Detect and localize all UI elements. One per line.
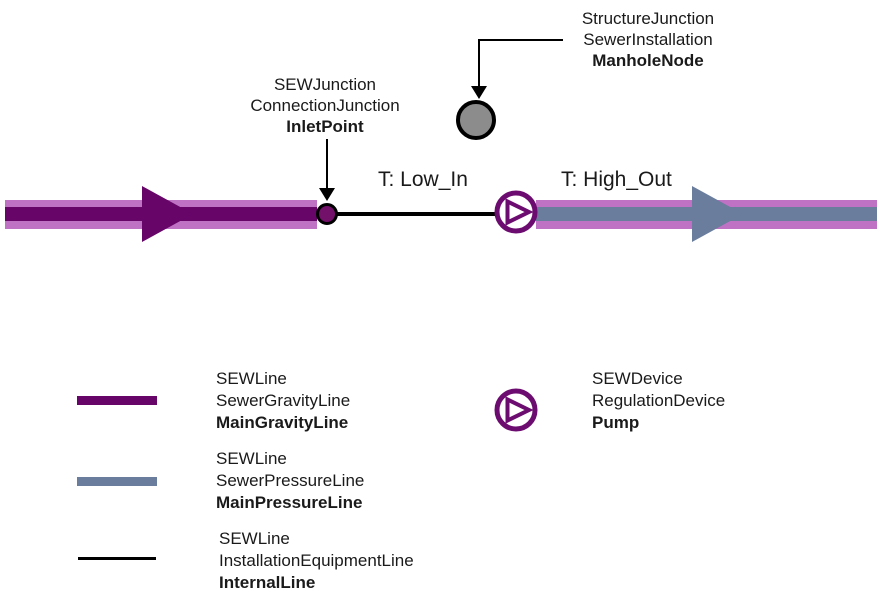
inlet-annotation-name: InletPoint [286,117,364,136]
manhole-annotation-line: StructureJunction [581,9,715,28]
manhole-leader-horizontal [478,39,563,41]
legend-name: MainGravityLine [216,413,349,432]
legend-entry-pressure: SEWLine SewerPressureLine MainPressureLi… [216,448,364,514]
segment-label-high-out: T: High_Out [561,168,672,191]
legend-line: SEWDevice [592,369,683,388]
down-arrowhead-icon [319,188,335,201]
legend-swatch-gravity [77,396,157,405]
legend-line: SewerPressureLine [216,471,365,490]
segment-label-low-in: T: Low_In [378,168,468,191]
legend-line: RegulationDevice [592,391,726,410]
down-arrowhead-icon [471,86,487,99]
legend-line: InstallationEquipmentLine [219,551,414,570]
inlet-annotation-line: ConnectionJunction [250,96,400,115]
internal-line-segment [327,212,500,216]
inlet-annotation: SEWJunction ConnectionJunction InletPoin… [245,74,405,137]
legend-name: Pump [592,413,640,432]
legend-line: SewerGravityLine [216,391,351,410]
legend-entry-pump: SEWDevice RegulationDevice Pump [592,368,725,434]
legend-line: SEWLine [216,449,287,468]
pump-icon [494,190,538,234]
pump-icon [494,388,538,432]
manhole-annotation: StructureJunction SewerInstallation Manh… [563,8,733,71]
legend-entry-gravity: SEWLine SewerGravityLine MainGravityLine [216,368,350,434]
inlet-leader-vertical [326,139,328,188]
manhole-annotation-name: ManholeNode [592,51,704,70]
inlet-annotation-line: SEWJunction [273,75,377,94]
legend-swatch-internal [78,557,156,560]
legend-line: SEWLine [219,529,290,548]
manhole-leader-vertical [478,39,480,87]
legend-entry-internal: SEWLine InstallationEquipmentLine Intern… [219,528,414,594]
inlet-point-symbol [316,203,338,225]
legend-line: SEWLine [216,369,287,388]
legend-name: InternalLine [219,573,316,592]
manhole-annotation-line: SewerInstallation [583,30,713,49]
flow-arrow-icon [692,186,743,242]
legend-swatch-pressure [77,477,157,486]
flow-arrow-icon [142,186,193,242]
manhole-node-symbol [456,100,496,140]
legend-name: MainPressureLine [216,493,363,512]
